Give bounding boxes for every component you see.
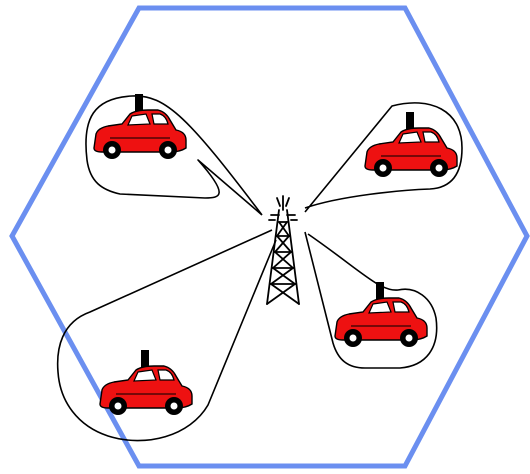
cell-boundary-hexagon xyxy=(12,8,527,466)
car-icon-bottom-right xyxy=(335,284,427,347)
beam-bottom-right xyxy=(305,232,437,368)
car-icon-bottom-left xyxy=(100,352,192,415)
car-icon-top-left xyxy=(94,96,186,159)
car-icon-top-right xyxy=(365,114,457,177)
